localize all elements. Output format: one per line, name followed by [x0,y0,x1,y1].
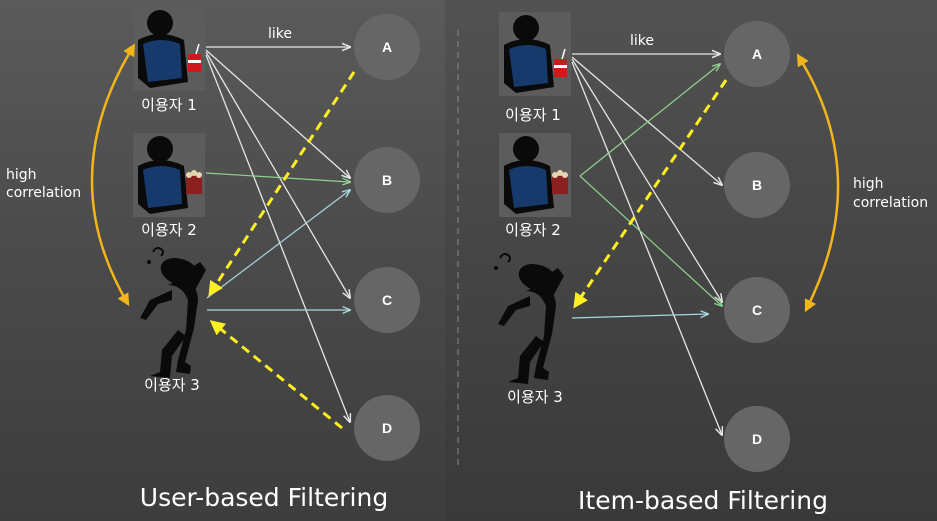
svg-text:B: B [752,177,762,193]
svg-text:B: B [382,172,392,188]
right-user-1-label: 이용자 1 [505,106,561,124]
thinking-person-icon [494,253,564,384]
left-edge-u2-b [205,172,350,182]
left-correlation-word: correlation [6,185,81,201]
left-correlation-arrow [90,43,136,307]
left-title: User-based Filtering [140,483,388,512]
left-like-label: like [268,26,292,42]
left-item-d: D [354,395,420,461]
right-edge-u1-d [571,61,722,435]
svg-text:A: A [382,39,392,55]
right-item-c: C [724,277,790,343]
left-edge-u3-b [206,190,350,299]
svg-text:A: A [752,46,762,62]
right-item-a: A [724,21,790,87]
left-correlation-high: high [6,167,37,183]
right-edge-u2-a [579,64,720,177]
user-figure-popcorn-icon [499,133,571,217]
right-correlation-high: high [853,176,884,192]
left-user-2-label: 이용자 2 [141,221,197,239]
left-edge-u1-b [205,49,350,178]
left-item-c: C [354,267,420,333]
left-edge-u1-d [205,54,350,422]
thinking-person-icon [140,247,206,378]
right-item-d: D [724,406,790,472]
left-user-3-label: 이용자 3 [144,376,200,394]
right-edge-u3-c [571,314,708,319]
left-item-b: B [354,147,420,213]
right-like-label: like [630,33,654,49]
svg-text:D: D [752,431,762,447]
right-edge-u1-b [571,56,722,185]
item-based-diagram: 이용자 1 이용자 2 이용자 3 A B C D [494,12,928,515]
right-edge-u2-c [579,175,722,306]
right-correlation-word: correlation [853,195,928,211]
svg-text:C: C [752,302,762,318]
right-title: Item-based Filtering [578,486,828,515]
right-item-b: B [724,152,790,218]
right-recommend-a [573,79,728,309]
user-based-diagram: 이용자 1 이용자 2 이용자 3 A B C D [6,7,420,512]
right-correlation-arrow [796,53,840,313]
svg-text:C: C [382,292,392,308]
svg-text:D: D [382,420,392,436]
user-figure-drink-icon [133,7,205,91]
user-figure-drink-icon [499,12,571,96]
right-user-2-label: 이용자 2 [505,221,561,239]
left-edge-u1-c [205,51,350,298]
right-user-3-label: 이용자 3 [507,388,563,406]
left-user-1-label: 이용자 1 [141,96,197,114]
left-item-a: A [354,14,420,80]
left-recommend-d [209,320,343,430]
right-edge-u1-c [571,58,722,302]
user-figure-popcorn-icon [133,133,205,217]
